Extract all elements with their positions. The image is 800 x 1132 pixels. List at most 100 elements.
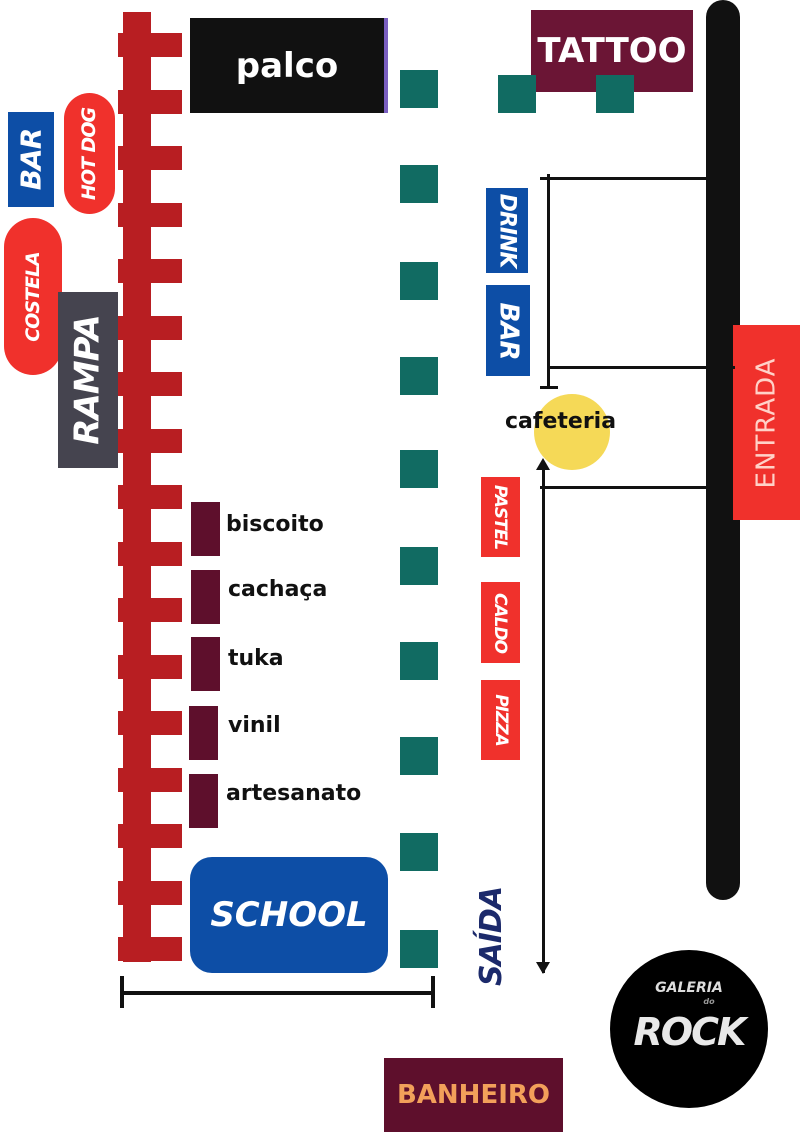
fence-post <box>150 259 182 283</box>
caldo-booth: CALDO <box>481 582 520 663</box>
fence-post <box>118 541 124 566</box>
bracket-end <box>120 976 124 1008</box>
fence-post <box>150 541 182 566</box>
teal-marker <box>400 165 438 203</box>
bracket-line <box>121 991 434 995</box>
stall-label: tuka <box>228 646 284 671</box>
entrance-label: ENTRADA <box>751 357 782 488</box>
bar-label: BAR <box>493 302 523 359</box>
bar-booth-right: BAR <box>486 285 530 376</box>
teal-marker <box>498 75 536 113</box>
fence-post <box>150 146 182 170</box>
divider-line <box>547 174 550 388</box>
cafeteria-spot <box>534 394 610 470</box>
stage: palco <box>190 18 388 113</box>
teal-marker <box>400 450 438 488</box>
fence-post <box>118 202 124 227</box>
fence-post <box>118 598 124 622</box>
school-booth: SCHOOL <box>190 857 388 973</box>
hotdog-booth: HOT DOG <box>64 93 115 214</box>
fence-post <box>150 880 182 905</box>
teal-marker <box>400 357 438 395</box>
fence-post <box>150 937 182 961</box>
divider-line <box>540 486 725 489</box>
fence-post <box>150 654 182 679</box>
bracket-end <box>431 976 435 1008</box>
pastel-booth: PASTEL <box>481 477 520 557</box>
fence-post <box>150 485 182 509</box>
teal-marker <box>400 642 438 680</box>
fence-post <box>150 428 182 453</box>
exit-label: SAÍDA <box>474 886 510 986</box>
logo-line3: ROCK <box>633 1010 747 1054</box>
teal-marker <box>400 70 438 108</box>
fence-post <box>118 711 124 735</box>
bar-label: BAR <box>14 128 48 191</box>
fence-post <box>118 824 124 848</box>
teal-marker <box>400 547 438 585</box>
pastel-label: PASTEL <box>490 484 511 550</box>
costela-booth: COSTELA <box>4 218 62 375</box>
fence-post <box>118 654 124 679</box>
stall-label: biscoito <box>226 512 324 537</box>
stall-cachaca <box>191 570 220 624</box>
stall-artesanato <box>189 774 218 828</box>
drink-label: DRINK <box>494 193 520 268</box>
tattoo-label: TATTOO <box>537 31 687 71</box>
ramp: RAMPA <box>58 292 118 468</box>
fence-post <box>118 880 124 905</box>
stall-label: artesanato <box>226 781 362 806</box>
pizza-booth: PIZZA <box>481 680 520 760</box>
fence-post <box>118 315 124 340</box>
caldo-label: CALDO <box>490 592 511 653</box>
teal-marker <box>400 262 438 300</box>
drink-booth: DRINK <box>486 188 528 273</box>
costela-label: COSTELA <box>22 251 44 342</box>
hotdog-label: HOT DOG <box>78 107 101 200</box>
fence-post <box>150 315 182 340</box>
teal-marker <box>400 930 438 968</box>
fence-post <box>118 428 124 453</box>
stall-tuka <box>191 637 220 691</box>
entrance: ENTRADA <box>733 325 800 520</box>
logo-line2: do <box>703 997 715 1006</box>
stall-vinil <box>189 706 218 760</box>
fence-post <box>150 767 182 792</box>
teal-marker <box>400 833 438 871</box>
stage-label: palco <box>235 45 339 86</box>
exit-arrow <box>542 465 545 973</box>
fence-post <box>150 824 182 848</box>
fence-post <box>150 33 182 57</box>
fence-post <box>118 259 124 283</box>
ramp-label: RAMPA <box>68 315 109 445</box>
bar-booth-left: BAR <box>8 112 54 207</box>
fence-post <box>118 485 124 509</box>
teal-marker <box>596 75 634 113</box>
school-label: SCHOOL <box>210 895 368 935</box>
bathroom: BANHEIRO <box>384 1058 563 1132</box>
exit: SAÍDA <box>462 880 522 992</box>
logo-line1: GALERIA <box>655 980 723 996</box>
fence-post <box>150 598 182 622</box>
cafeteria-label: cafeteria <box>505 409 617 434</box>
fence-post <box>118 89 124 114</box>
fence-post <box>150 372 182 396</box>
teal-marker <box>400 737 438 775</box>
fence-post <box>150 202 182 227</box>
fence-post <box>118 146 124 170</box>
galeria-do-rock-logo: GALERIA do ROCK <box>610 950 768 1108</box>
fence-post <box>118 33 124 57</box>
arrow-head-icon <box>536 962 550 974</box>
fence <box>123 12 151 962</box>
divider-line <box>540 177 740 180</box>
divider-line <box>547 366 735 369</box>
pizza-label: PIZZA <box>490 694 511 746</box>
fence-post <box>150 89 182 114</box>
stall-label: vinil <box>228 713 281 738</box>
stall-label: cachaça <box>228 577 328 602</box>
stall-biscoito <box>191 502 220 556</box>
bathroom-label: BANHEIRO <box>396 1080 551 1110</box>
fence-post <box>150 711 182 735</box>
divider-line <box>540 386 558 389</box>
fence-post <box>118 372 124 396</box>
